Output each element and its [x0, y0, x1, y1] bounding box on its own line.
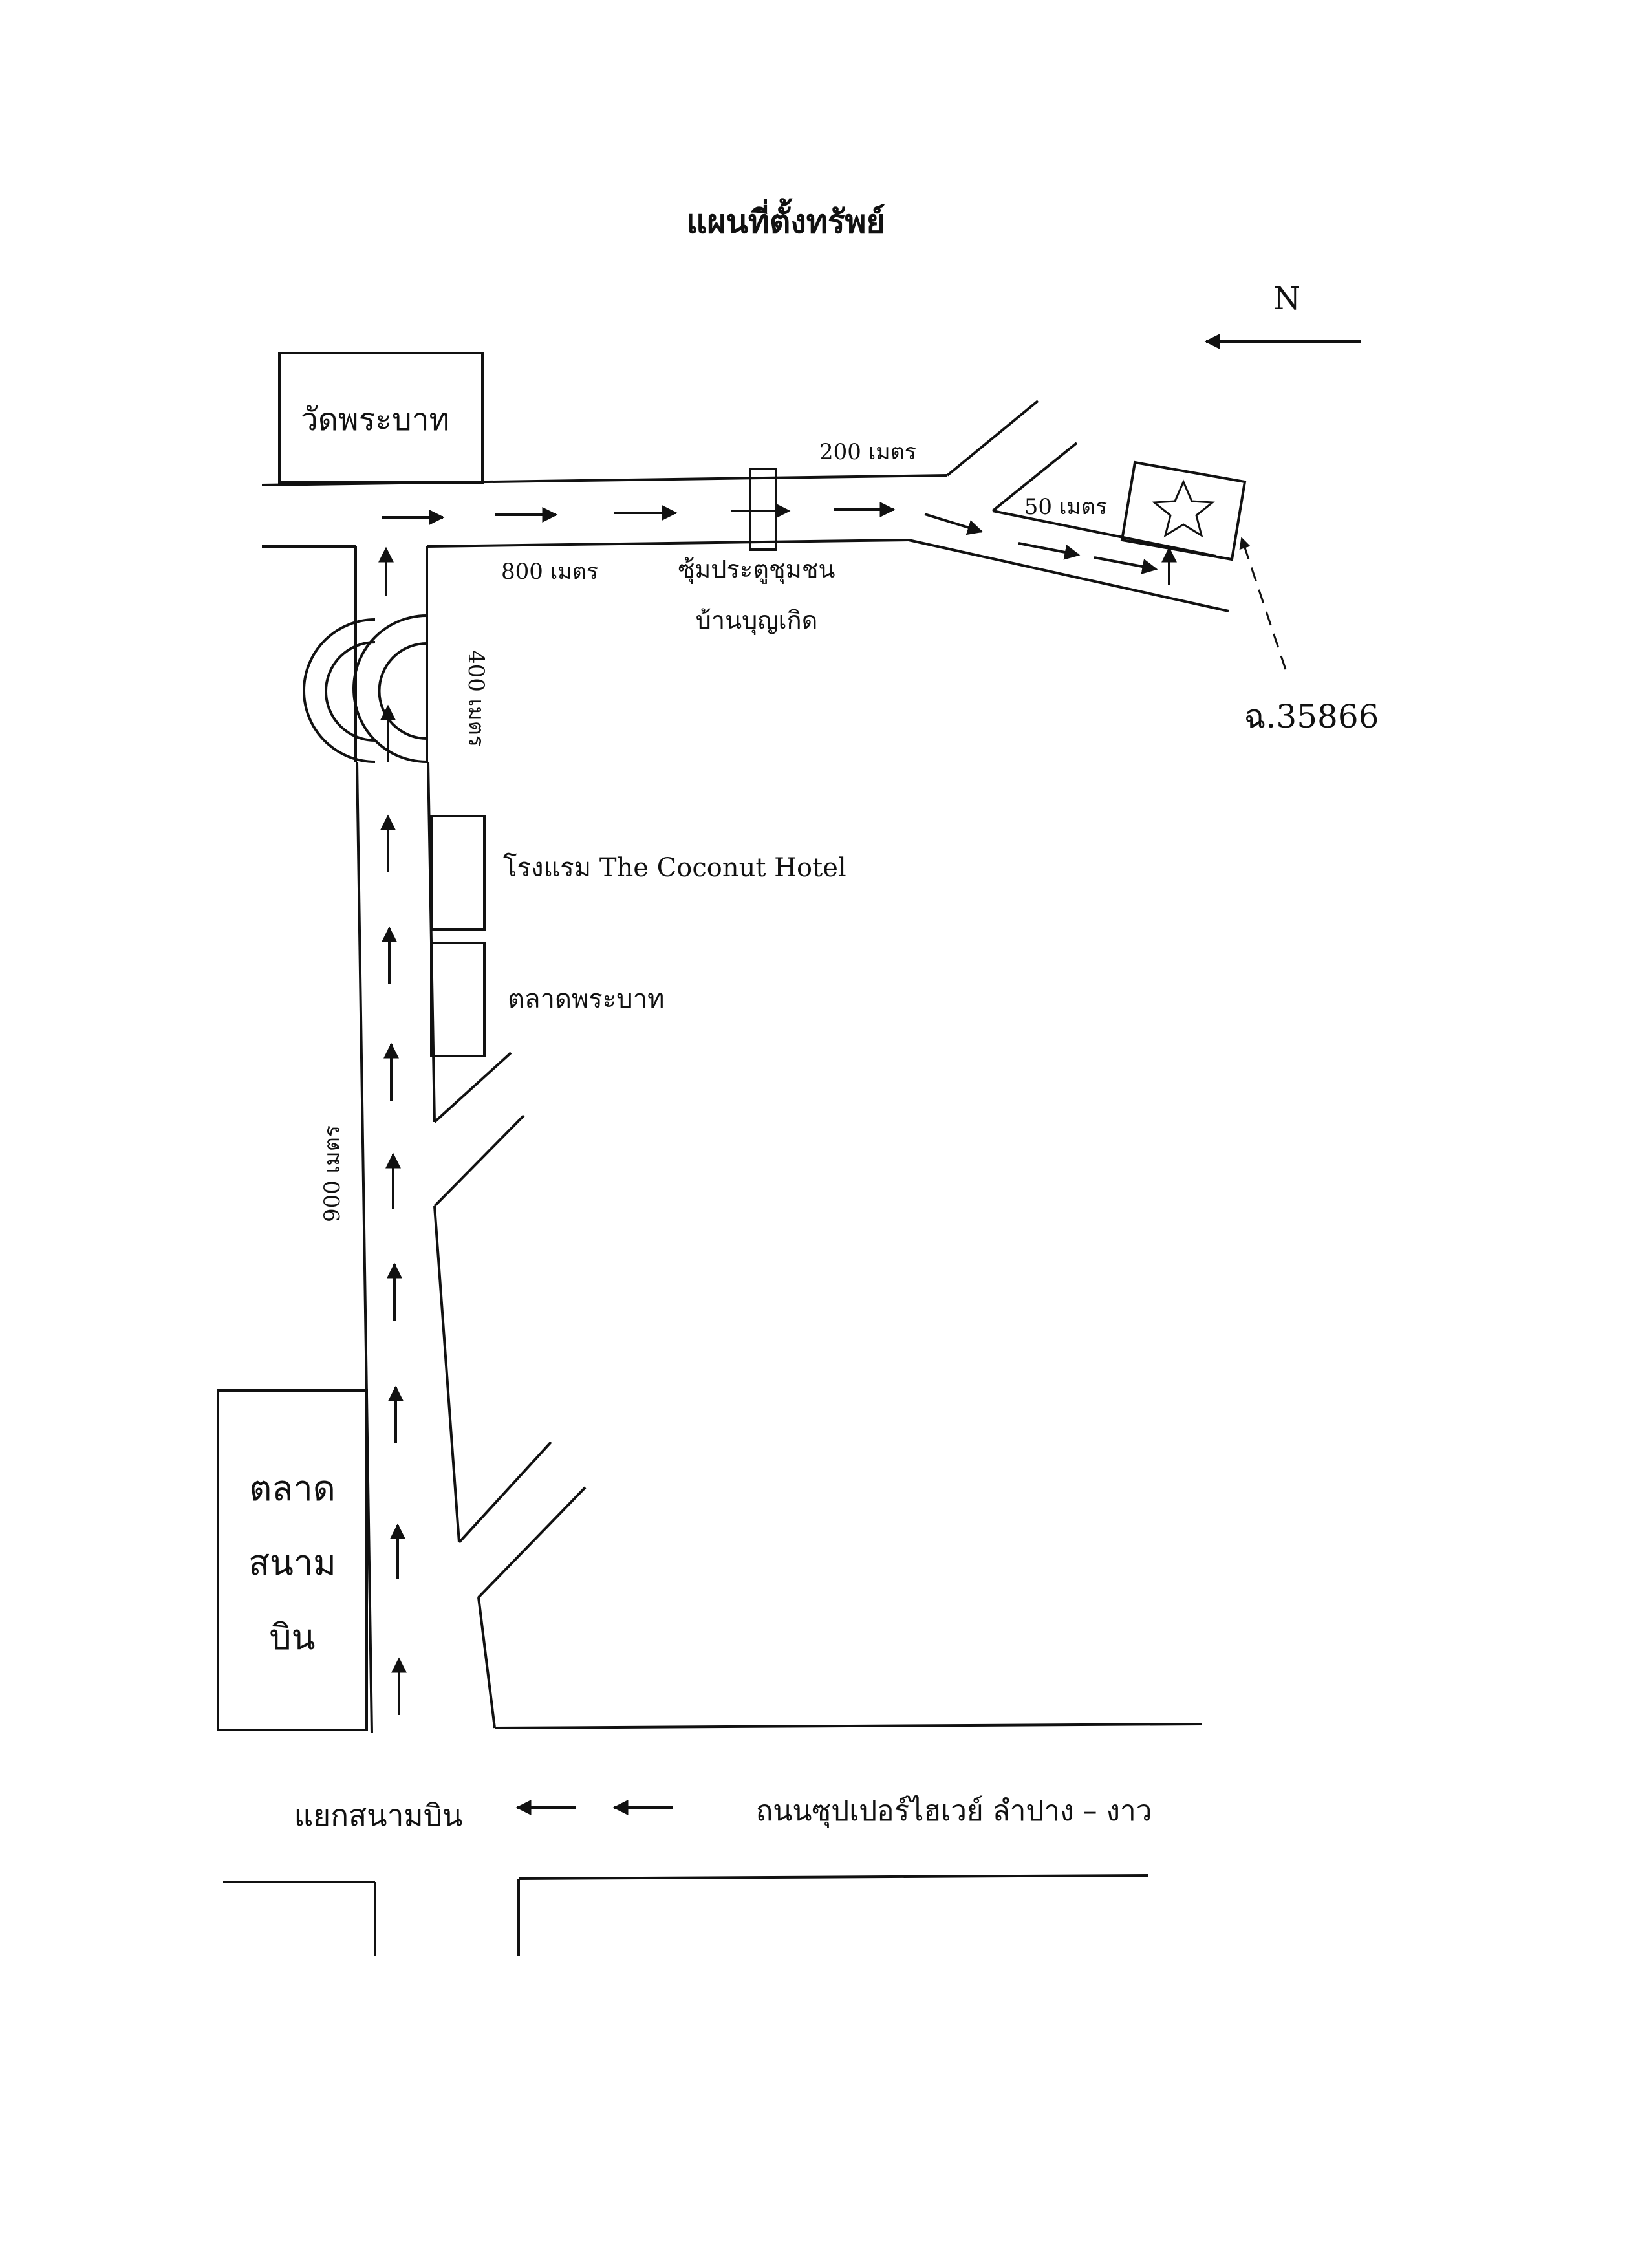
market-phrabat-box	[430, 942, 486, 1057]
route-arrows-main	[378, 546, 407, 1715]
gate-label: ซุ้มประตูชุมชน	[678, 555, 835, 584]
junction-label: แยกสนามบิน	[294, 1798, 463, 1833]
gate-box	[749, 468, 777, 551]
market-airport-label-2: สนาม	[248, 1542, 336, 1583]
bridge-icon-east	[352, 614, 427, 763]
distance-800-label: 800 เมตร	[501, 559, 598, 585]
star-icon	[1152, 479, 1215, 538]
road-lane-north	[991, 442, 1078, 512]
road-top-south-edge-2	[426, 539, 909, 548]
side-road-2b	[477, 1486, 587, 1599]
temple-label: วัดพระบาท	[301, 402, 449, 438]
road-main-west-edge	[356, 761, 373, 1734]
market-airport-label-3: บิน	[269, 1617, 315, 1658]
hotel-label: โรงแรม The Coconut Hotel	[503, 853, 846, 883]
road-main-east-edge-3	[477, 1597, 496, 1729]
highway-north-edge	[494, 1723, 1202, 1729]
distance-900-label: 900 เมตร	[319, 1125, 345, 1222]
road-main-east-edge-2	[433, 1205, 460, 1543]
property-box	[1120, 460, 1247, 561]
village-label: บ้านบุญเกิด	[696, 606, 818, 635]
market-phrabat-label: ตลาดพระบาท	[508, 984, 664, 1014]
deed-label: ฉ.35866	[1244, 698, 1379, 735]
side-road-1a	[433, 1052, 512, 1123]
side-road-1b	[433, 1114, 525, 1207]
route-arrows-top	[382, 502, 1177, 585]
road-lane-to-property	[992, 510, 1216, 557]
distance-50-label: 50 เมตร	[1024, 494, 1107, 520]
deed-pointer	[1239, 537, 1287, 670]
side-road-2a	[458, 1441, 552, 1544]
road-top-north-edge	[261, 474, 948, 486]
highway-label: ถนนซุปเปอร์ไฮเวย์ ลำปาง – งาว	[756, 1795, 1152, 1828]
bridge-icon	[303, 618, 376, 763]
north-label: N	[1273, 281, 1300, 317]
road-diagonal-south	[908, 539, 1229, 612]
market-airport-box	[217, 1389, 368, 1731]
distance-400-label: 400 เมตร	[463, 650, 489, 747]
highway-south-edge-east	[518, 1874, 1148, 1880]
map-title: แผนที่ตั้งทรัพย์	[686, 198, 885, 241]
road-branch-north	[946, 400, 1039, 477]
distance-200-label: 200 เมตร	[819, 439, 916, 465]
hotel-box	[430, 815, 486, 931]
market-airport-label-1: ตลาด	[249, 1468, 336, 1509]
